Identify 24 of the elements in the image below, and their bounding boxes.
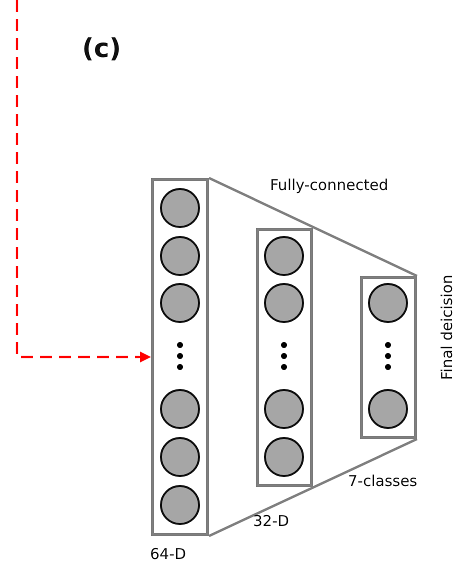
connection-label: Fully-connected: [270, 176, 388, 194]
neuron-circle: [264, 283, 304, 323]
dashed-arrow: [16, 0, 151, 362]
neuron-circle: [368, 389, 408, 429]
layer-size-label: 7-classes: [348, 472, 418, 490]
panel-label: (c): [82, 34, 122, 64]
neuron-circle: [160, 389, 200, 429]
neuron-circle: [264, 437, 304, 477]
connection-line: [208, 438, 418, 538]
layer-box: [360, 276, 417, 439]
neuron-circle: [160, 283, 200, 323]
neuron-circle: [264, 389, 304, 429]
neuron-circle: [368, 283, 408, 323]
layer-size-label: 64-D: [150, 545, 186, 563]
neuron-circle: [160, 188, 200, 228]
neuron-circle: [160, 485, 200, 525]
neuron-circle: [264, 236, 304, 276]
connection-line: [208, 176, 418, 278]
neuron-circle: [160, 236, 200, 276]
output-label: Final deicision: [438, 274, 456, 380]
layer-size-label: 32-D: [253, 512, 290, 530]
layer-box: [256, 228, 313, 487]
layer-box: [151, 178, 209, 536]
neuron-circle: [160, 437, 200, 477]
